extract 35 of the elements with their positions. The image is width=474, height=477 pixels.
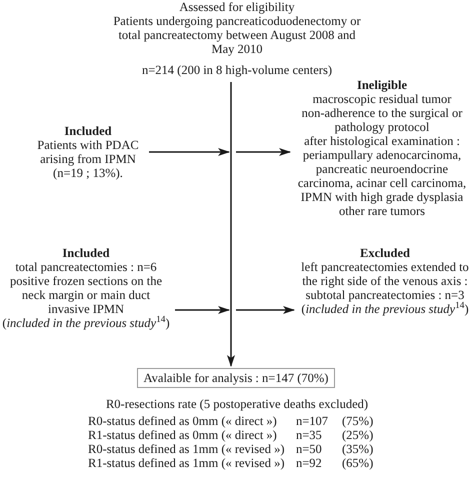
node-heading: Ineligible [356,78,407,92]
node-text: macroscopic residual tumor [312,92,452,106]
node-heading: Included [62,246,110,260]
table-cell-text: R0-status defined as 0mm (« direct ») [88,414,278,428]
arrow [175,306,230,314]
results-heading: R0-resections rate (5 postoperative deaths excluded) [106,397,368,411]
arrow [227,82,235,367]
node-text: Patients undergoing pancreaticoduodenectomy or total pancreatectomy between August 2008 and May 2010 [112,14,362,56]
node-text: total pancreatectomies : n=6 [15,260,157,274]
table-cell-text: n=107 [296,414,330,428]
node-text: (included in the previous study$^{14}$) [2,316,170,330]
table-cell-text: R1-status defined as 1mm (« revised ») [88,456,286,470]
table-cell-text: (25%) [342,428,374,442]
table-cell-text: (65%) [342,456,374,470]
node-text: left pancreatectomies extended to the right side of the venous axis : [300,260,470,288]
table-cell-text: n=92 [296,456,323,470]
table-cell-text: (35%) [342,442,374,456]
node-text: Assessed for eligibility [179,0,295,14]
result-box: Avalaible for analysis : n=147 (70%) [137,368,335,388]
node-text: Patients with PDAC arising from IPMN (n=19 ; 13%). [36,138,140,180]
table-cell-text: R0-status defined as 1mm (« revised ») [88,442,286,456]
node-heading: Excluded [360,246,410,260]
arrow [236,306,295,314]
node-text: n=214 (200 in 8 high-volume centers) [142,63,332,77]
arrow [149,148,230,156]
table-cell-text: R1-status defined as 0mm (« direct ») [88,428,278,442]
table-cell-text: (75%) [342,414,374,428]
arrow [236,148,291,156]
node-text: subtotal pancreatectomies : n=3 [306,288,464,302]
node-text: periampullary adenocarcinoma, pancreatic neuroendocrine carcinoma, acinar cell carcinoma, IPMN with high grade dysplasia other rare tumors [296,148,468,218]
node-text: after histological examination : [304,134,460,148]
table-cell-text: n=35 [296,428,323,442]
node-text: (included in the previous study$^{14}$) [301,302,469,316]
node-heading: Included [64,124,112,138]
table-cell-text: n=50 [296,442,323,456]
